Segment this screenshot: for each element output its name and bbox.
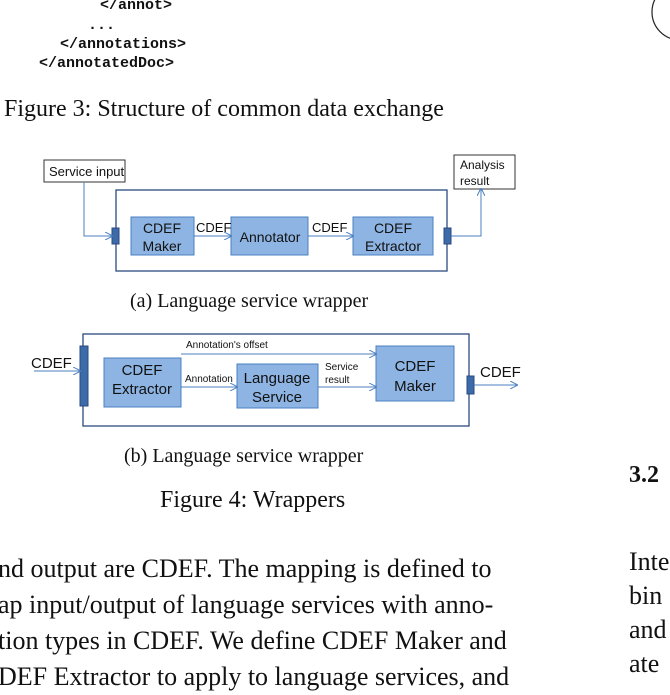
cdef-maker-label-a-2: Maker (143, 238, 182, 254)
cdef-extractor-label-a-2: Extractor (365, 238, 421, 254)
language-service-label-2: Service (252, 389, 302, 406)
figure4b-caption: (b) Language service wrapper (124, 445, 364, 467)
service-result-label-2: result (325, 375, 350, 386)
output-port-a (443, 227, 452, 245)
cdef-extractor-label-b-2: Extractor (112, 381, 172, 398)
language-service-box (236, 363, 319, 409)
analysis-result-box (453, 154, 516, 190)
figure4a-caption: (a) Language service wrapper (130, 290, 369, 312)
service-input-arrow (83, 182, 112, 236)
service-result-label-1: Service (325, 362, 359, 373)
body-line-3: tion types in CDEF. We define CDEF Maker… (0, 626, 507, 655)
input-port-a (111, 227, 120, 245)
edge-label-cdef-2: CDEF (312, 220, 347, 235)
annotator-label: Annotator (240, 229, 301, 245)
right-line-2: bin (629, 581, 663, 610)
figure3-caption: Figure 3: Structure of common data excha… (4, 96, 444, 122)
section-number: 3.2 (629, 462, 659, 488)
cdef-maker-label-b-2: Maker (394, 378, 436, 395)
right-line-3: and (629, 615, 667, 644)
cdef-maker-box-b (375, 345, 455, 402)
service-input-label: Service input (49, 164, 125, 179)
input-port-b (79, 345, 89, 407)
language-service-label-1: Language (244, 370, 311, 387)
cdef-maker-box-a (130, 216, 195, 256)
figure4-caption: Figure 4: Wrappers (160, 487, 346, 513)
annotation-label: Annotation (185, 374, 233, 385)
annotations-offset-label: Annotation's offset (186, 340, 268, 351)
figure4b-diagram: CDEF Extractor Language Service CDEF Mak… (31, 333, 521, 427)
code-line-annot-close: </annot> (100, 0, 173, 14)
cdef-maker-label-a-1: CDEF (143, 220, 181, 236)
figure4a-diagram: Service input Analysis result CDEF Maker… (43, 154, 516, 272)
right-line-1: Inte (629, 547, 670, 576)
body-line-4: DEF Extractor to apply to language servi… (0, 662, 510, 691)
right-line-4: ate (629, 649, 660, 678)
cdef-extractor-label-a-1: CDEF (374, 220, 412, 236)
partial-circle-shape (651, 0, 670, 39)
cdef-input-label: CDEF (31, 355, 72, 372)
cdef-output-label: CDEF (480, 364, 521, 381)
cdef-extractor-box-a (352, 216, 434, 256)
code-line-ellipsis: ... (88, 17, 116, 34)
cdef-maker-label-b-1: CDEF (395, 358, 436, 375)
analysis-result-arrow (451, 189, 481, 237)
body-line-1: nd output are CDEF. The mapping is defin… (0, 554, 492, 583)
code-line-annotateddoc-close: </annotatedDoc> (39, 55, 175, 72)
analysis-result-label-2: result (460, 174, 490, 188)
cdef-extractor-box-b (103, 357, 182, 408)
cdef-extractor-label-b-1: CDEF (122, 362, 163, 379)
code-line-annotations-close: </annotations> (60, 36, 187, 53)
body-line-2: ap input/output of language services wit… (0, 590, 494, 619)
edge-label-cdef-1: CDEF (196, 220, 231, 235)
output-port-b (466, 375, 475, 395)
analysis-result-label-1: Analysis (460, 158, 505, 172)
